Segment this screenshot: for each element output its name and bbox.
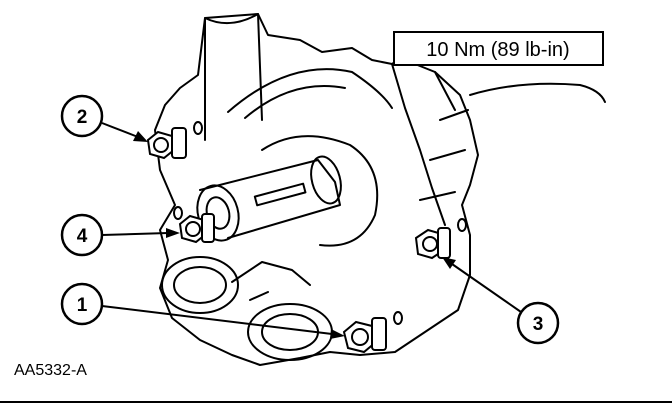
- callout-2: 2: [60, 94, 148, 142]
- shaft-keyway: [253, 182, 307, 207]
- engine-illustration: [154, 13, 606, 366]
- arch-ridge-inner: [244, 85, 346, 119]
- callout-1: 1: [60, 282, 345, 339]
- bolt-2: [146, 127, 187, 160]
- lower-pulley-left-inner: [173, 266, 227, 304]
- figure-id: AA5332-A: [14, 362, 87, 379]
- torque-spec-box: 10 Nm (89 lb-in): [393, 31, 604, 66]
- bolt-4: [178, 213, 215, 244]
- dowel-hole-top: [193, 121, 203, 135]
- arch-ridge: [227, 68, 393, 113]
- callout-3: 3: [442, 257, 560, 345]
- torque-spec-text: 10 Nm (89 lb-in): [426, 39, 569, 61]
- bolt-1: [342, 317, 387, 354]
- callout-1-label: 1: [77, 295, 88, 316]
- shaft-collar: [310, 155, 342, 205]
- shaft: [199, 159, 341, 239]
- bolt-3: [414, 227, 451, 260]
- callout-3-label: 3: [533, 314, 544, 335]
- lower-roller-body: [231, 261, 311, 301]
- dowel-hole-bottom: [393, 311, 403, 325]
- lower-pulley-left: [161, 256, 239, 314]
- dowel-hole-right: [457, 218, 467, 232]
- right-housing: [391, 63, 469, 226]
- callout-4: 4: [60, 213, 180, 257]
- cover-outline: [154, 13, 479, 366]
- dowel-hole-left: [173, 206, 183, 220]
- right-curve: [469, 82, 606, 103]
- cover-boss: [261, 135, 379, 247]
- callout-4-label: 4: [77, 226, 88, 247]
- upper-tube: [204, 13, 263, 141]
- callout-2-label: 2: [77, 107, 88, 128]
